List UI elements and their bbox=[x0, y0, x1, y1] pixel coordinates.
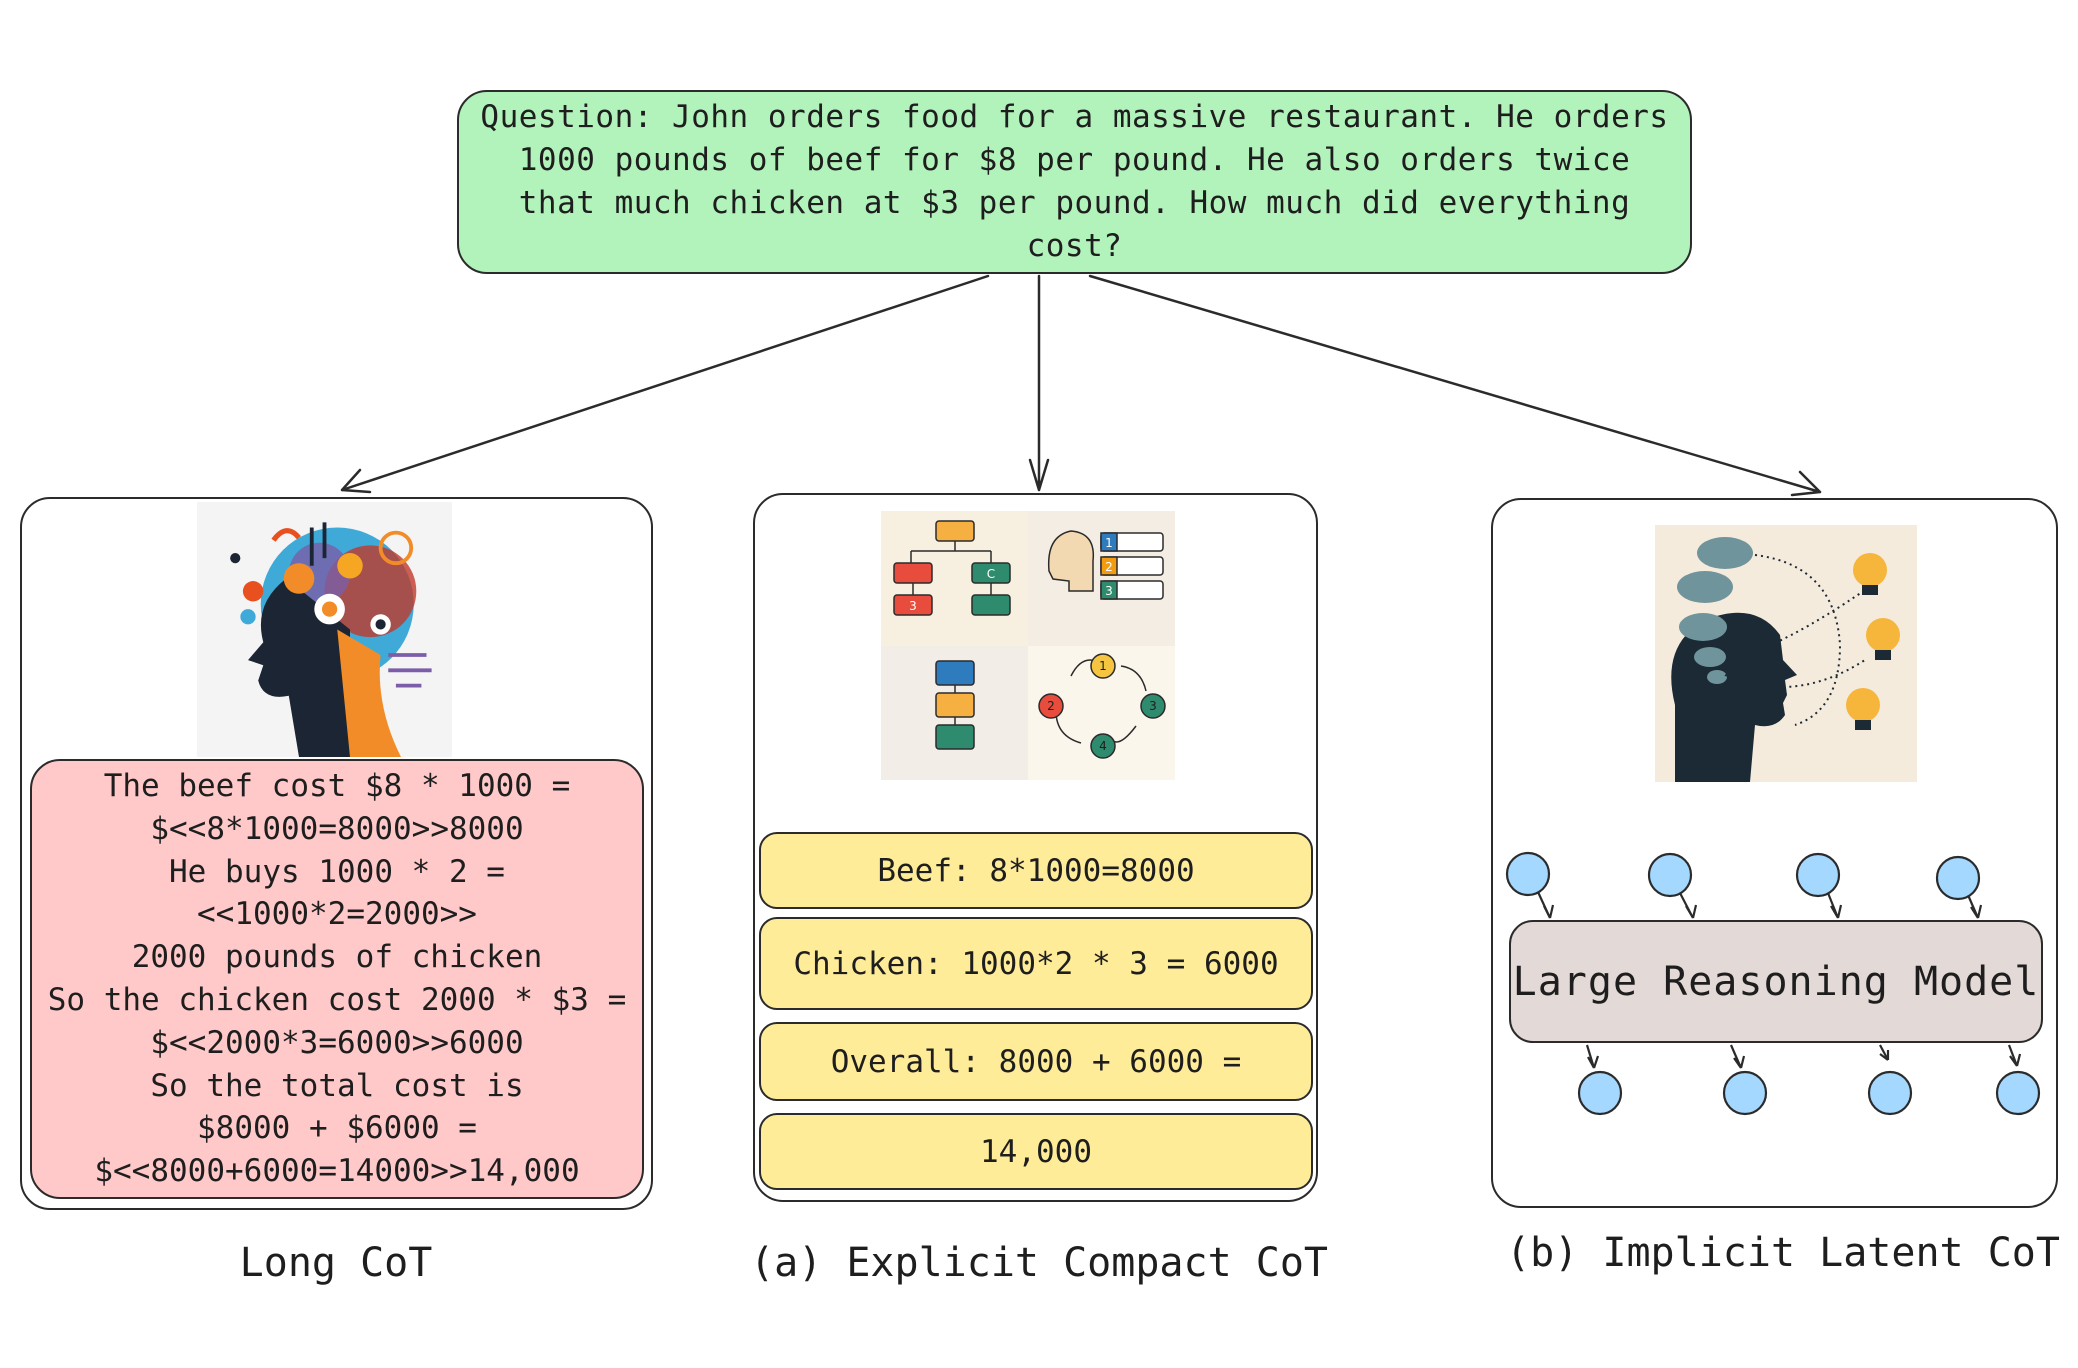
arrow-to-implicit-latent bbox=[1088, 274, 1822, 497]
reasoning-line: So the total cost is bbox=[150, 1067, 524, 1104]
cycle-label: 2 bbox=[1047, 699, 1055, 713]
output-arrow bbox=[2007, 1044, 2022, 1067]
cycle-label: 1 bbox=[1099, 659, 1107, 673]
step-text: Overall: 8000 + 6000 = bbox=[830, 1043, 1242, 1080]
step-text: 14,000 bbox=[980, 1133, 1092, 1170]
colorful-brain-head-icon bbox=[197, 502, 452, 757]
list-label: 3 bbox=[1105, 584, 1113, 598]
reasoning-line: $8000 + $6000 = bbox=[197, 1110, 477, 1147]
tree-child-label: C bbox=[987, 567, 995, 581]
latent-token-graph bbox=[1505, 851, 2041, 1116]
step-box-chicken: Chicken: 1000*2 * 3 = 6000 bbox=[759, 917, 1313, 1010]
output-token-node bbox=[1722, 1070, 1768, 1116]
output-arrow bbox=[1729, 1044, 1746, 1069]
question-box: Question: John orders food for a massive… bbox=[457, 90, 1692, 274]
list-label: 1 bbox=[1105, 536, 1113, 550]
cycle-label: 4 bbox=[1099, 739, 1107, 753]
model-label: Large Reasoning Model bbox=[1512, 958, 2040, 1005]
input-arrow bbox=[1966, 894, 1983, 919]
reasoning-line: He buys 1000 * 2 = bbox=[169, 853, 505, 890]
reasoning-line: $<<2000*3=6000>>6000 bbox=[150, 1024, 524, 1061]
reasoning-line: $<<8000+6000=14000>>14,000 bbox=[94, 1153, 580, 1190]
output-arrow bbox=[1879, 1044, 1890, 1061]
implicit-latent-cot-caption: (b) Implicit Latent CoT bbox=[1506, 1230, 2060, 1276]
cycle-label: 3 bbox=[1149, 699, 1157, 713]
tree-leaf-label: 3 bbox=[909, 599, 917, 613]
output-token-node bbox=[1995, 1070, 2041, 1116]
reasoning-line: $<<8*1000=8000>>8000 bbox=[150, 810, 524, 847]
input-arrow bbox=[1826, 892, 1843, 919]
input-arrow bbox=[1537, 891, 1555, 919]
reasoning-line: The beef cost $8 * 1000 = bbox=[103, 768, 571, 805]
output-token-node bbox=[1577, 1070, 1623, 1116]
step-box-result: 14,000 bbox=[759, 1113, 1313, 1190]
reasoning-line: <<1000*2=2000>> bbox=[197, 896, 477, 933]
input-token-node bbox=[1935, 855, 1981, 901]
input-arrow bbox=[1679, 892, 1698, 919]
long-cot-caption: Long CoT bbox=[239, 1240, 433, 1286]
input-token-node bbox=[1505, 851, 1551, 897]
flowchart-steps-icon: C 3 1 2 3 1 2 3 4 bbox=[881, 511, 1175, 780]
arrow-to-explicit-compact bbox=[1028, 274, 1050, 492]
list-label: 2 bbox=[1105, 560, 1113, 574]
long-cot-reasoning-box: The beef cost $8 * 1000 = $<<8*1000=8000… bbox=[30, 759, 644, 1199]
explicit-compact-cot-caption: (a) Explicit Compact CoT bbox=[750, 1240, 1328, 1286]
step-box-beef: Beef: 8*1000=8000 bbox=[759, 832, 1313, 909]
output-arrow bbox=[1585, 1044, 1600, 1069]
arrow-to-long-cot bbox=[340, 274, 990, 494]
input-token-node bbox=[1795, 852, 1841, 898]
step-box-overall: Overall: 8000 + 6000 = bbox=[759, 1022, 1313, 1101]
question-text: Question: John orders food for a massive… bbox=[480, 99, 1669, 264]
output-token-node bbox=[1867, 1070, 1913, 1116]
input-token-node bbox=[1647, 852, 1693, 898]
large-reasoning-model-box: Large Reasoning Model bbox=[1509, 920, 2043, 1043]
reasoning-line: 2000 pounds of chicken bbox=[131, 939, 543, 976]
step-text: Beef: 8*1000=8000 bbox=[877, 852, 1195, 889]
thinking-head-lightbulbs-icon bbox=[1655, 525, 1917, 782]
reasoning-line: So the chicken cost 2000 * $3 = bbox=[47, 982, 627, 1018]
step-text: Chicken: 1000*2 * 3 = 6000 bbox=[793, 945, 1279, 982]
